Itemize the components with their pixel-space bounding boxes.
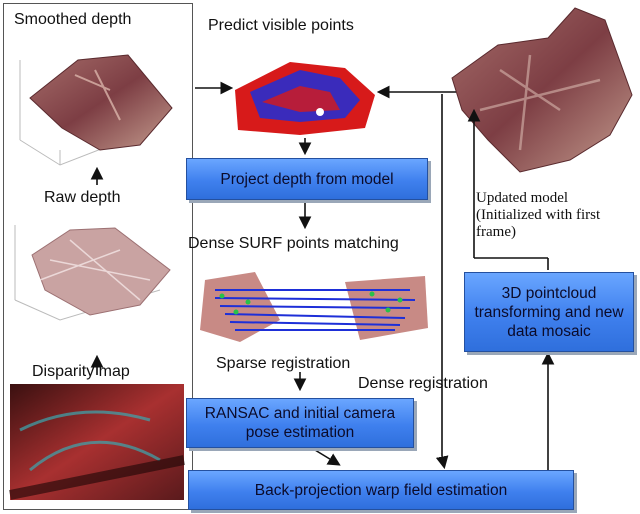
surf-matching-image [195, 268, 435, 346]
predict-visible-points-label: Predict visible points [208, 17, 354, 34]
disparity-map-label: Disparity map [32, 363, 130, 380]
smoothed-depth-image [19, 54, 173, 166]
project-depth-box: Project depth from model [186, 158, 428, 200]
dense-surf-label: Dense SURF points matching [188, 235, 399, 252]
raw-depth-image [14, 225, 171, 321]
predict-points-image [235, 62, 375, 135]
sparse-registration-label: Sparse registration [216, 355, 351, 372]
updated-model-label: Updated model (Initialized with first fr… [476, 190, 601, 240]
ransac-box: RANSAC and initial camera pose estimatio… [186, 398, 414, 448]
updated-model-image [451, 7, 633, 173]
back-projection-box: Back-projection warp field estimation [188, 470, 574, 510]
smoothed-depth-label: Smoothed depth [14, 11, 132, 28]
connectors [90, 81, 555, 470]
raw-depth-label: Raw depth [44, 189, 121, 206]
dense-registration-label: Dense registration [358, 375, 488, 392]
disparity-map-image [9, 384, 185, 500]
pointcloud-box: 3D pointcloud transforming and new data … [464, 272, 634, 352]
